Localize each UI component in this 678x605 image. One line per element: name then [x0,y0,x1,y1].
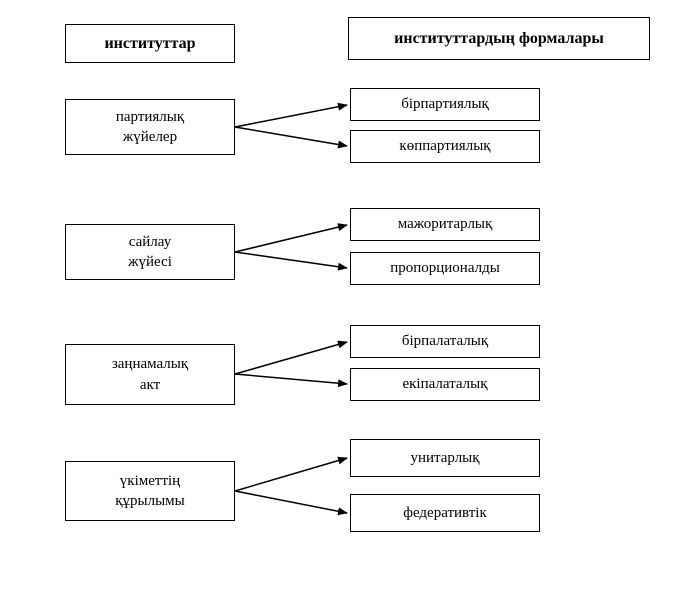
source-box-party-systems: партиялық жүйелер [65,99,235,155]
target-box-unitary: унитарлық [350,439,540,477]
source-label-line: жүйелер [122,129,178,145]
arrow-electoral-system-to-proportional [234,251,348,271]
source-label-line: заңнамалық [111,356,189,373]
source-label-line: партиялық [115,108,185,125]
source-label-line: сайлау [128,233,172,250]
source-label-government-structure: үкіметтің құрылымы [115,471,185,512]
arrow-legislative-act-to-bicameral [234,373,348,388]
arrow-government-structure-to-unitary [234,456,348,492]
header-institutions: институттар [65,24,235,63]
header-institution-forms: институттардың формалары [348,17,650,60]
target-box-majoritarian: мажоритарлық [350,208,540,241]
arrow-government-structure-to-federative [234,490,348,516]
arrow-electoral-system-to-majoritarian [234,223,348,253]
arrow-legislative-act-to-unicameral [234,340,348,375]
source-label-electoral-system: сайлау жүйесі [128,232,172,273]
target-box-multi-party: көппартиялық [350,130,540,163]
source-box-legislative-act: заңнамалық акт [65,344,235,405]
source-label-legislative-act: заңнамалық акт [112,354,188,395]
source-box-government-structure: үкіметтің құрылымы [65,461,235,521]
target-box-one-party: бірпартиялық [350,88,540,121]
source-label-line: құрылымы [115,493,185,509]
source-label-line: жүйесі [128,254,172,270]
source-label-line: үкіметтің [119,472,181,489]
target-box-bicameral: екіпалаталық [350,368,540,401]
target-box-federative: федеративтік [350,494,540,532]
target-box-unicameral: бірпалаталық [350,325,540,358]
arrow-party-systems-to-multi-party [234,126,348,149]
arrow-party-systems-to-one-party [234,102,348,128]
source-label-party-systems: партиялық жүйелер [116,107,184,148]
source-label-line: акт [139,376,161,393]
target-box-proportional: пропорционалды [350,252,540,285]
source-box-electoral-system: сайлау жүйесі [65,224,235,280]
